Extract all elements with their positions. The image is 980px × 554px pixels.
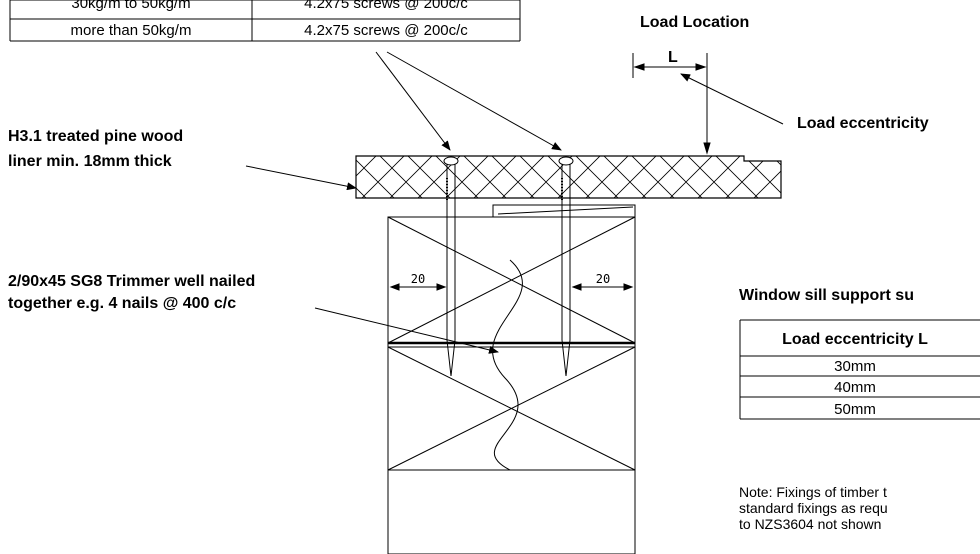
- support-table-row2: 40mm: [834, 379, 876, 396]
- note-line1: Note: Fixings of timber t: [739, 484, 887, 500]
- screw-leaders: [375, 51, 562, 151]
- support-table-title: Window sill support su: [739, 287, 914, 304]
- load-dimension: [632, 53, 711, 155]
- note-line3: to NZS3604 not shown: [739, 516, 881, 532]
- dim-right: [571, 283, 634, 291]
- dim-left-value: 20: [411, 272, 425, 286]
- fixing-table-row1-fixing: 4.2x75 screws @ 200c/c: [304, 0, 468, 12]
- fixing-table-row2-fixing: 4.2x75 screws @ 200c/c: [304, 22, 468, 39]
- dim-left: [389, 283, 447, 291]
- liner-board: [355, 155, 782, 199]
- liner-label-line2: liner min. 18mm thick: [8, 153, 172, 170]
- trimmer-label-line1: 2/90x45 SG8 Trimmer well nailed: [8, 273, 255, 290]
- load-length-label: L: [668, 49, 678, 66]
- load-eccentricity-label: Load eccentricity: [797, 115, 929, 132]
- fixing-table-row1-load: 30kg/m to 50kg/m: [71, 0, 190, 12]
- screw-left: [443, 156, 459, 377]
- fixing-table: [9, 0, 521, 42]
- support-table-row1: 30mm: [834, 358, 876, 375]
- screw-right: [558, 156, 574, 377]
- support-table: [739, 319, 980, 420]
- note-line2: standard fixings as requ: [739, 500, 888, 516]
- dim-right-value: 20: [596, 272, 610, 286]
- support-table-row3: 50mm: [834, 401, 876, 418]
- trimmer: [387, 216, 636, 554]
- trimmer-label-line2: together e.g. 4 nails @ 400 c/c: [8, 295, 236, 312]
- liner-leader: [245, 165, 357, 191]
- trimmer-leader: [314, 307, 499, 354]
- eccentricity-leader: [680, 73, 784, 125]
- load-location-label: Load Location: [640, 14, 749, 31]
- packer-wedge: [492, 204, 636, 218]
- support-table-header: Load eccentricity L: [782, 331, 928, 348]
- liner-label-line1: H3.1 treated pine wood: [8, 128, 183, 145]
- fixing-table-row2-load: more than 50kg/m: [71, 22, 192, 39]
